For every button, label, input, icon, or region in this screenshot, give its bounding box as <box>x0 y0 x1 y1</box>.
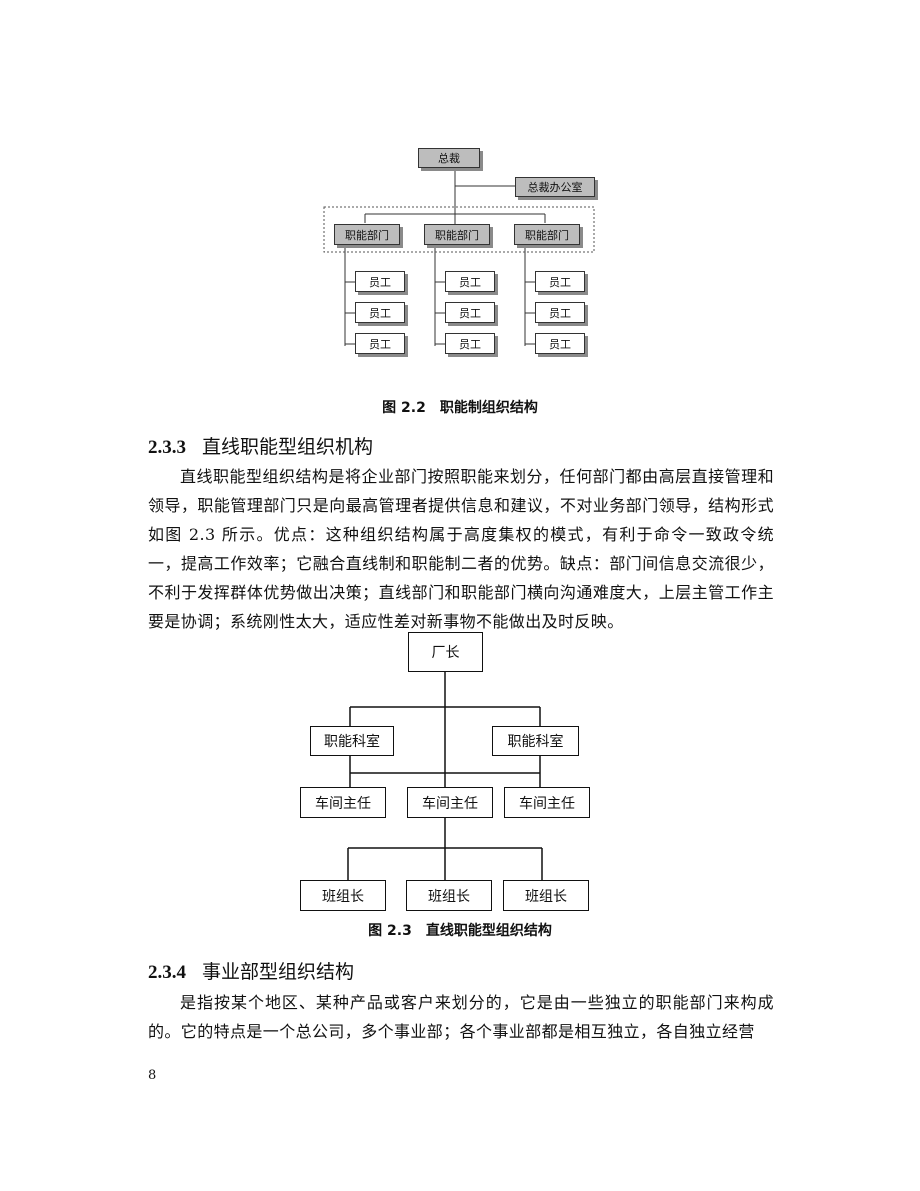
staff-box: 员工 <box>445 271 495 292</box>
staff-box: 员工 <box>355 302 405 323</box>
functional-office-box: 职能科室 <box>310 726 394 756</box>
staff-box: 员工 <box>445 302 495 323</box>
figure-title: 直线职能型组织结构 <box>425 923 552 939</box>
section-heading: 2.3.3 直线职能型组织机构 <box>148 432 373 459</box>
figure-caption: 图 2.2 职能制组织结构 <box>0 397 920 417</box>
staff-box: 员工 <box>535 271 585 292</box>
president-box: 总裁 <box>418 148 480 168</box>
workshop-director-box: 车间主任 <box>407 787 493 818</box>
workshop-director-box: 车间主任 <box>300 787 386 818</box>
figure-number: 图 2.3 <box>368 923 412 939</box>
body-paragraph: 直线职能型组织结构是将企业部门按照职能来划分，任何部门都由高层直接管理和领导，职… <box>148 467 774 631</box>
workshop-director-box: 车间主任 <box>504 787 590 818</box>
page-number: 8 <box>148 1068 157 1083</box>
section-number: 2.3.3 <box>148 437 186 458</box>
staff-box: 员工 <box>535 333 585 354</box>
staff-box: 员工 <box>445 333 495 354</box>
section-title: 事业部型组织结构 <box>202 961 355 983</box>
team-leader-box: 班组长 <box>300 880 386 911</box>
factory-director-box: 厂长 <box>408 632 483 672</box>
section-number: 2.3.4 <box>148 962 186 983</box>
staff-box: 员工 <box>355 333 405 354</box>
section-title: 直线职能型组织机构 <box>202 436 374 458</box>
figure-number: 图 2.2 <box>382 400 426 416</box>
body-paragraph: 是指按某个地区、某种产品或客户来划分的，它是由一些独立的职能部门来构成的。它的特… <box>148 993 774 1041</box>
department-box: 职能部门 <box>424 224 490 245</box>
section-heading: 2.3.4 事业部型组织结构 <box>148 957 354 984</box>
functional-org-chart: 总裁 总裁办公室 职能部门 职能部门 职能部门 员工 员工 员工 员工 员工 员… <box>310 140 610 370</box>
staff-box: 员工 <box>355 271 405 292</box>
line-functional-org-chart: 厂长 职能科室 职能科室 车间主任 车间主任 车间主任 班组长 班组长 班组长 <box>295 630 605 915</box>
figure-title: 职能制组织结构 <box>439 400 538 416</box>
team-leader-box: 班组长 <box>406 880 492 911</box>
department-box: 职能部门 <box>514 224 580 245</box>
department-box: 职能部门 <box>334 224 400 245</box>
org-chart-connectors <box>347 672 543 880</box>
functional-office-box: 职能科室 <box>492 726 579 756</box>
figure-caption: 图 2.3 直线职能型组织结构 <box>0 920 920 940</box>
team-leader-box: 班组长 <box>503 880 589 911</box>
president-office-box: 总裁办公室 <box>515 177 595 197</box>
org-chart-connectors <box>323 168 595 346</box>
staff-box: 员工 <box>535 302 585 323</box>
